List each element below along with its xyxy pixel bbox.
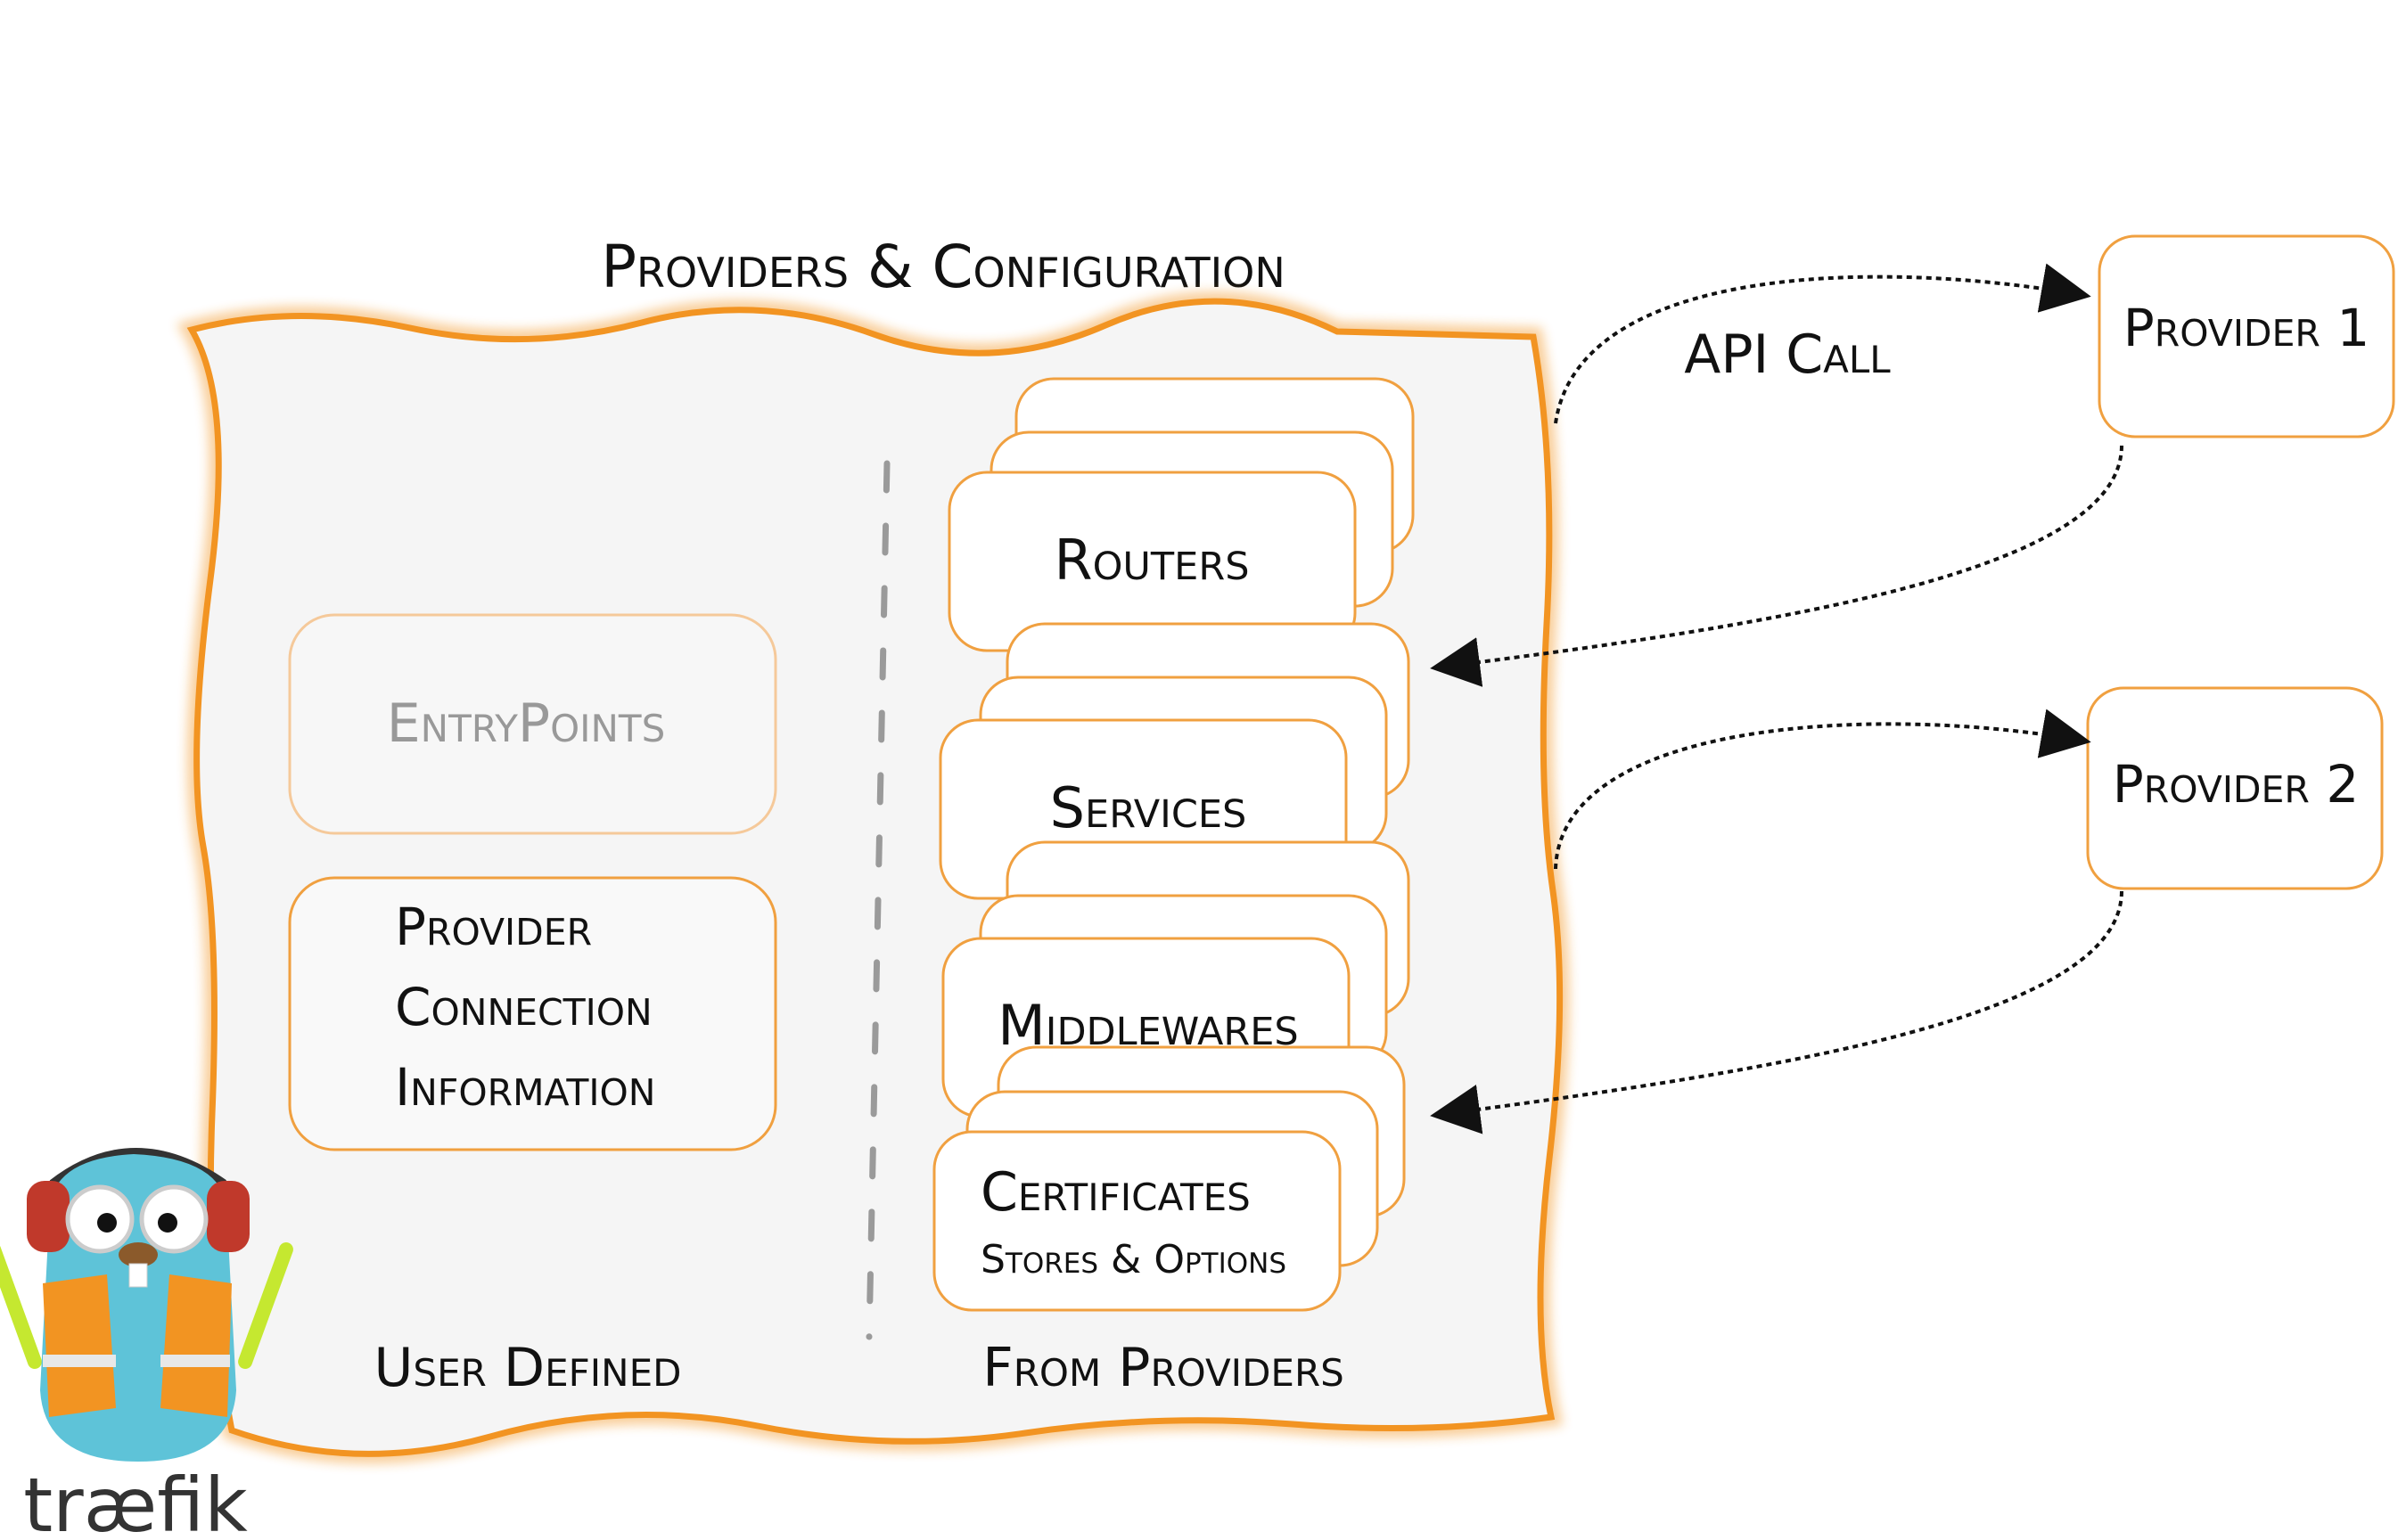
certificates-stack: Certificates Stores & Options	[932, 1045, 1406, 1312]
routers-stack: Routers	[948, 377, 1415, 652]
column-divider	[866, 460, 891, 1340]
user-defined-caption: User Defined	[374, 1337, 682, 1399]
routers-label: Routers	[1054, 528, 1249, 593]
traefik-logo: træfik	[23, 1462, 248, 1540]
provider-1-label: Provider 1	[2123, 298, 2369, 358]
certificates-sublabel: Stores & Options	[981, 1237, 1286, 1282]
entrypoints-label: EntryPoints	[387, 692, 666, 755]
traefik-mascot-icon	[0, 1148, 293, 1462]
provider-2-box: Provider 2	[2086, 686, 2384, 890]
config-return-arrow-2	[1430, 890, 2123, 1135]
provider-1-box: Provider 1	[2098, 234, 2395, 438]
api-call-arrow-1	[1554, 263, 2091, 424]
provider-connection-box: Provider Connection Information	[288, 876, 777, 1151]
from-providers-caption: From Providers	[982, 1337, 1344, 1399]
provider-2-label: Provider 2	[2113, 754, 2359, 815]
provider-connection-line-1: Provider	[395, 897, 592, 957]
api-call-label: API Call	[1684, 324, 1891, 386]
certificates-label: Certificates	[981, 1161, 1251, 1224]
config-return-arrow-1	[1430, 445, 2123, 687]
api-call-arrow-2	[1554, 709, 2091, 870]
services-label: Services	[1050, 775, 1247, 840]
provider-connection-line-2: Connection	[395, 977, 653, 1037]
diagram-title: Providers & Configuration	[601, 233, 1285, 301]
entrypoints-box: EntryPoints	[288, 613, 777, 835]
provider-connection-line-3: Information	[395, 1057, 655, 1118]
